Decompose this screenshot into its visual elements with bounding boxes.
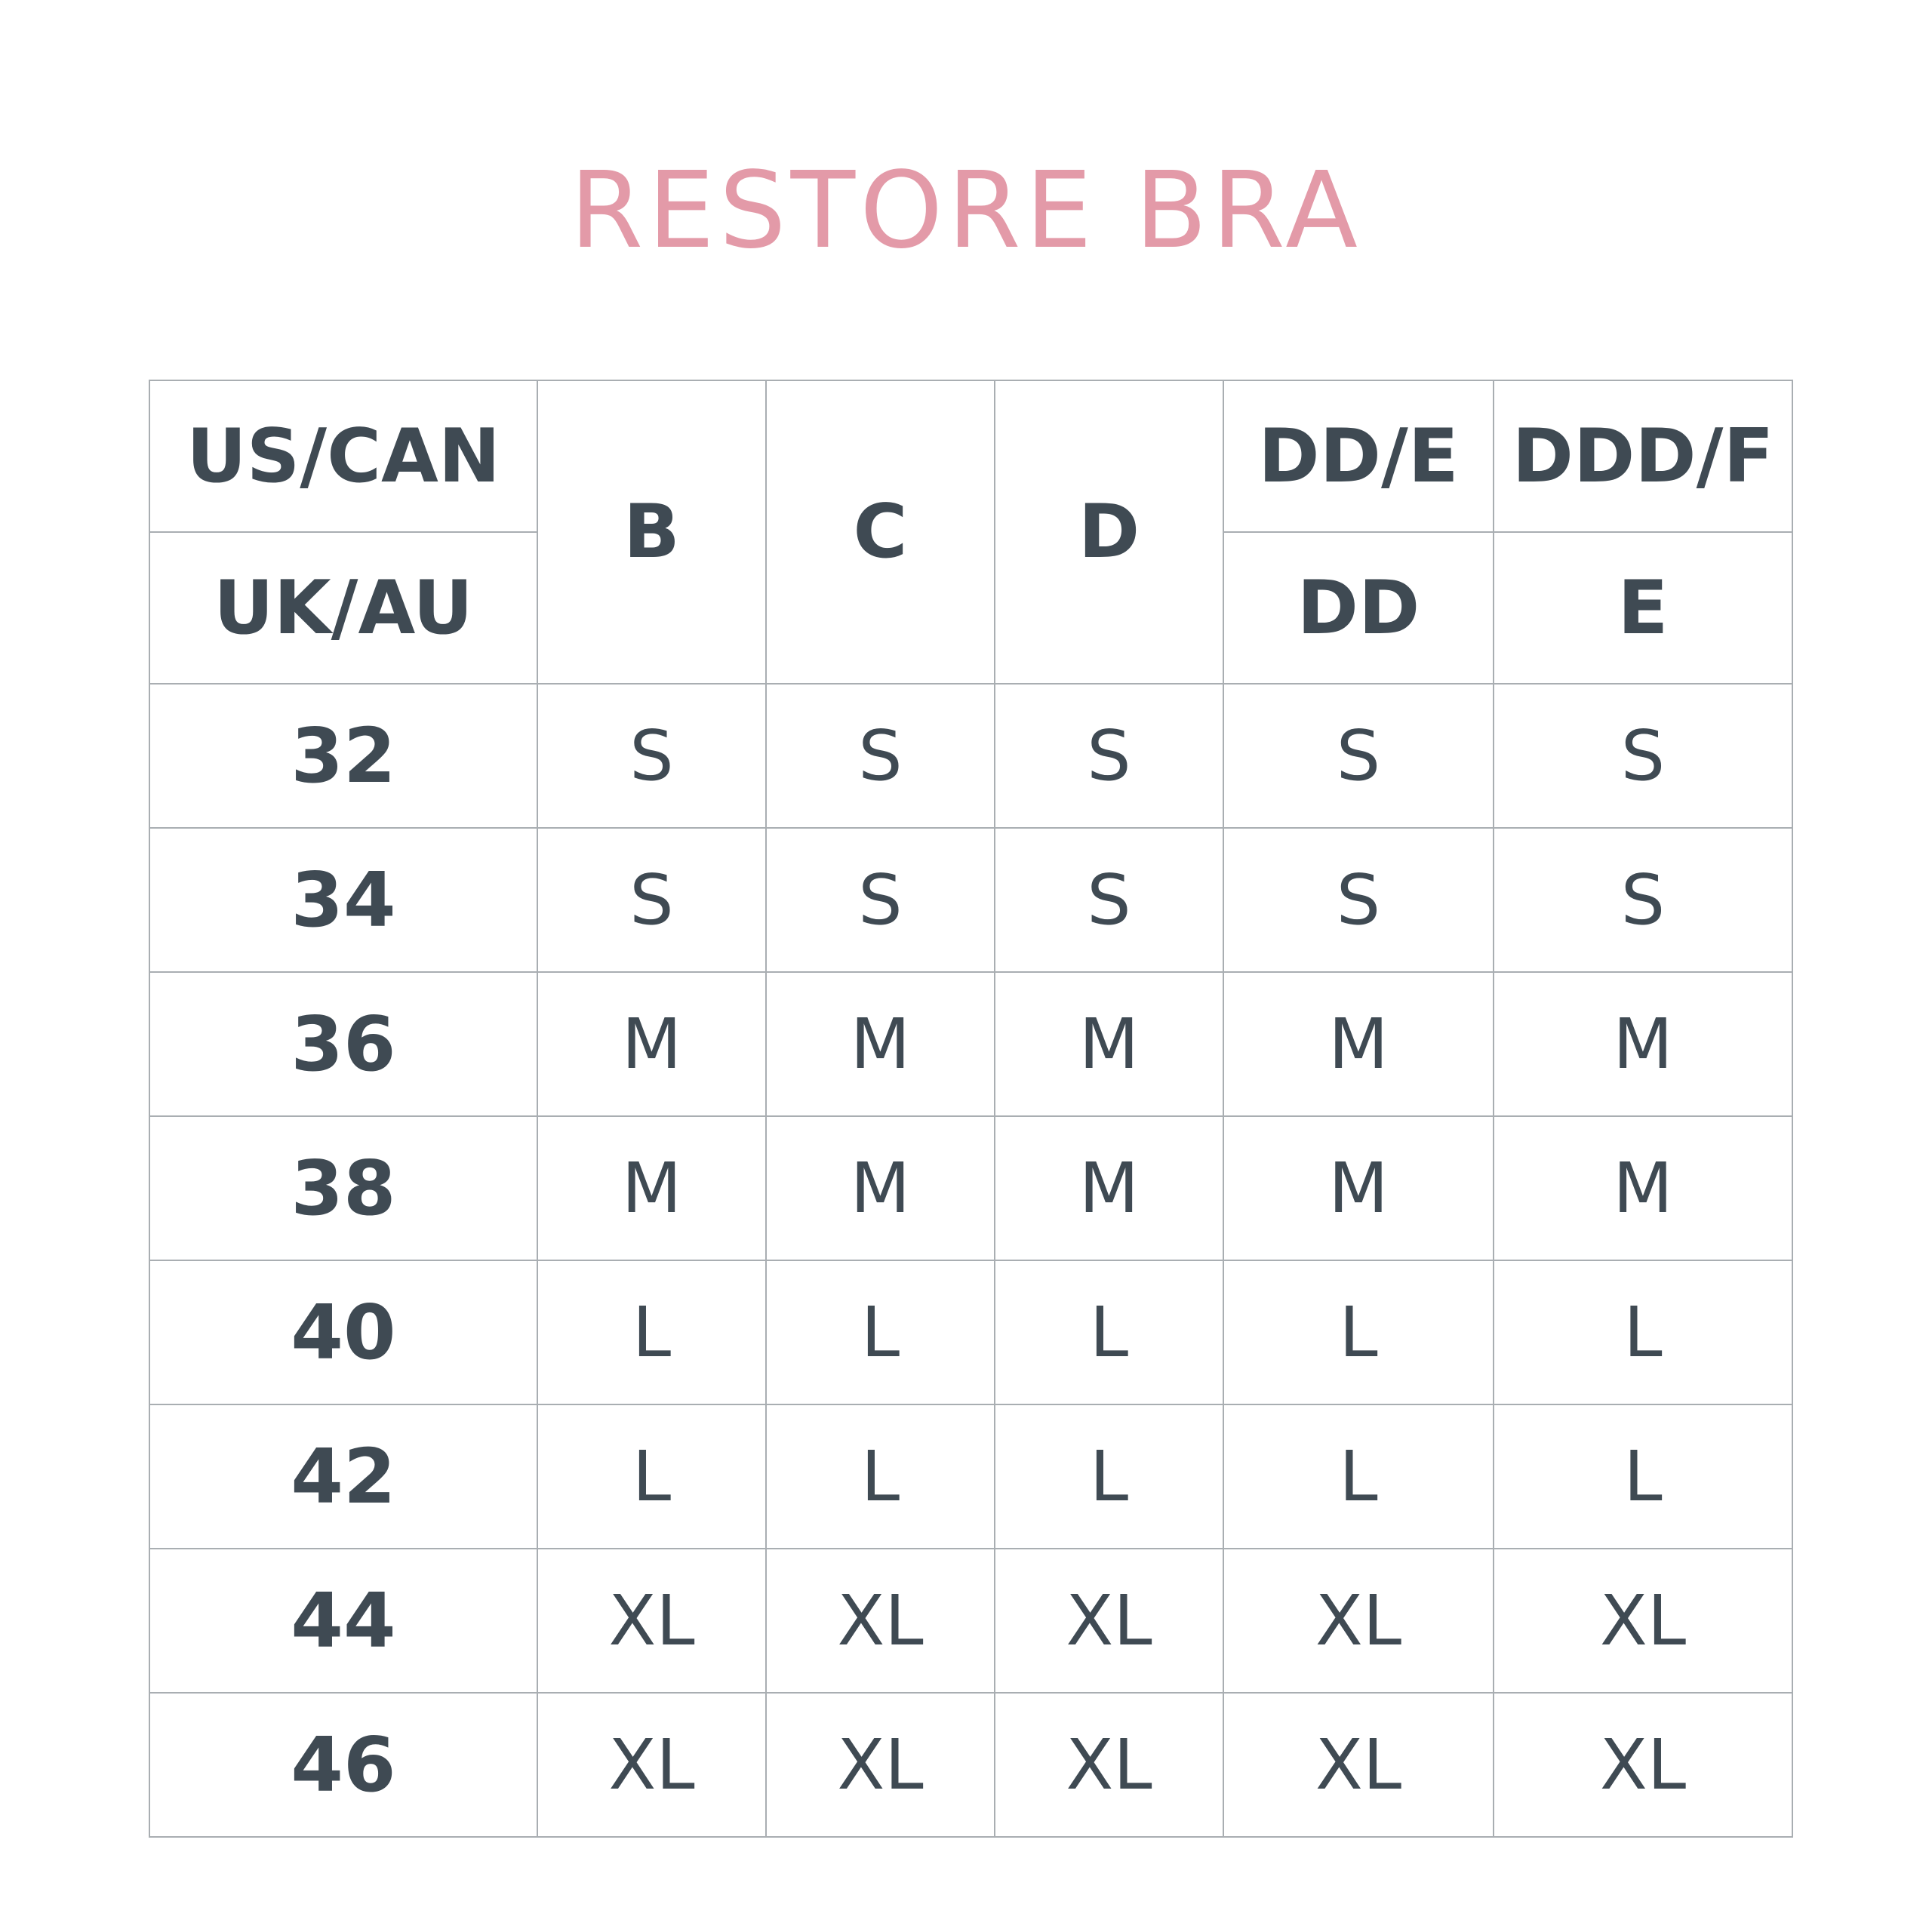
header-row-bottom: UK/AU DD E (149, 531, 1793, 685)
table-row: 32 S S S S S (149, 683, 1793, 829)
cup-header-c: C (765, 380, 995, 685)
size-cell: M (1493, 1115, 1793, 1261)
band-size-cell: 38 (149, 1115, 538, 1261)
size-cell: S (1493, 827, 1793, 973)
size-cell: S (1493, 683, 1793, 829)
table-row: 40 L L L L L (149, 1260, 1793, 1405)
size-cell: S (994, 827, 1224, 973)
band-size-cell: 42 (149, 1404, 538, 1549)
size-cell: XL (765, 1548, 995, 1694)
size-cell: M (1493, 971, 1793, 1117)
band-size-cell: 32 (149, 683, 538, 829)
size-cell: S (537, 827, 767, 973)
size-cell: L (765, 1260, 995, 1405)
band-size-cell: 46 (149, 1692, 538, 1838)
size-cell: L (537, 1260, 767, 1405)
band-size-cell: 36 (149, 971, 538, 1117)
size-cell: M (765, 971, 995, 1117)
table-row: 34 S S S S S (149, 827, 1793, 973)
cup-header-e: E (1493, 531, 1793, 685)
size-cell: M (1223, 1115, 1494, 1261)
region-header-uk-au: UK/AU (149, 531, 538, 685)
size-cell: XL (1223, 1548, 1494, 1694)
size-cell: M (765, 1115, 995, 1261)
size-cell: M (1223, 971, 1494, 1117)
table-row: 38 M M M M M (149, 1115, 1793, 1261)
band-size-cell: 34 (149, 827, 538, 973)
page-title: RESTORE BRA (570, 149, 1362, 272)
size-cell: M (537, 1115, 767, 1261)
cup-header-ddd-f: DDD/F (1493, 380, 1793, 533)
size-cell: M (994, 1115, 1224, 1261)
cup-header-b: B (537, 380, 767, 685)
band-size-cell: 40 (149, 1260, 538, 1405)
size-cell: L (1493, 1260, 1793, 1405)
size-cell: XL (994, 1692, 1224, 1838)
band-size-cell: 44 (149, 1548, 538, 1694)
size-cell: XL (537, 1692, 767, 1838)
table-row: 44 XL XL XL XL XL (149, 1548, 1793, 1694)
size-chart-table: US/CAN B C D DD/E DDD/F UK/AU DD E 32 S … (149, 380, 1793, 1838)
size-cell: L (537, 1404, 767, 1549)
size-cell: L (1493, 1404, 1793, 1549)
size-cell: XL (1493, 1692, 1793, 1838)
size-cell: S (1223, 827, 1494, 973)
table-row: 46 XL XL XL XL XL (149, 1692, 1793, 1838)
size-cell: L (1223, 1260, 1494, 1405)
size-cell: S (1223, 683, 1494, 829)
cup-header-dd: DD (1223, 531, 1494, 685)
size-cell: XL (1493, 1548, 1793, 1694)
size-cell: M (994, 971, 1224, 1117)
size-cell: S (765, 683, 995, 829)
size-cell: XL (994, 1548, 1224, 1694)
size-cell: XL (537, 1548, 767, 1694)
cup-header-d: D (994, 380, 1224, 685)
size-cell: S (537, 683, 767, 829)
size-cell: L (994, 1404, 1224, 1549)
size-cell: S (994, 683, 1224, 829)
size-cell: M (537, 971, 767, 1117)
size-cell: L (1223, 1404, 1494, 1549)
table-row: 36 M M M M M (149, 971, 1793, 1117)
size-cell: XL (1223, 1692, 1494, 1838)
size-cell: L (765, 1404, 995, 1549)
size-cell: S (765, 827, 995, 973)
size-cell: XL (765, 1692, 995, 1838)
cup-header-dd-e: DD/E (1223, 380, 1494, 533)
table-row: 42 L L L L L (149, 1404, 1793, 1549)
region-header-us-can: US/CAN (149, 380, 538, 533)
header-row-top: US/CAN B C D DD/E DDD/F (149, 380, 1793, 685)
size-cell: L (994, 1260, 1224, 1405)
